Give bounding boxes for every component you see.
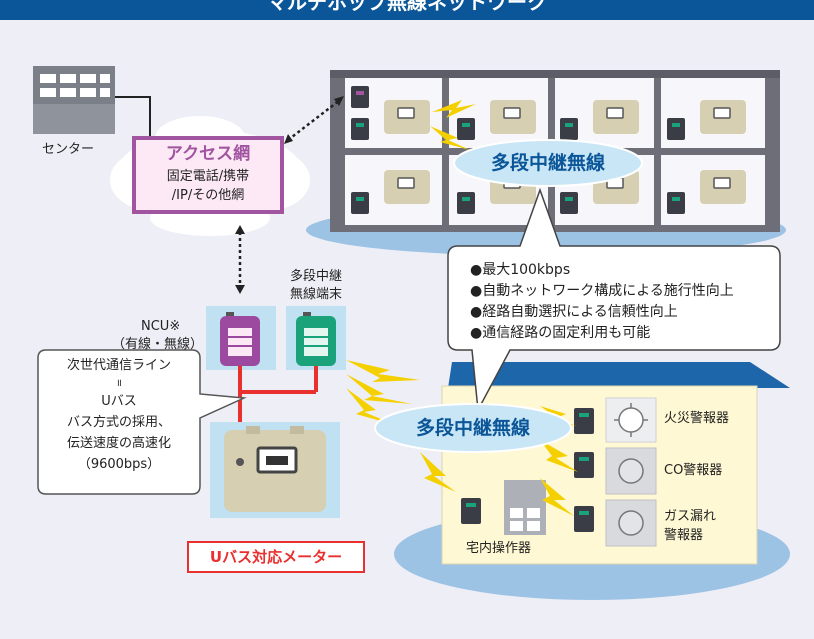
callout-line-5: 伝送速度の高速化 (66, 436, 171, 451)
relay-oval-bottom (374, 403, 572, 453)
co-alarm-icon (605, 447, 657, 495)
access-network-title: アクセス網 (165, 144, 251, 164)
feature-item-1: ●最大100kbps (470, 262, 571, 278)
feature-item-2: ●自動ネットワーク構成による施行性向上 (470, 283, 734, 299)
feature-item-4: ●通信経路の固定利用も可能 (470, 325, 651, 341)
gas-alarm-label-2: 警報器 (664, 528, 704, 543)
center-label: センター (42, 142, 95, 157)
callout-line-3: Uバス (101, 394, 137, 409)
co-alarm-label: CO警報器 (664, 463, 723, 478)
access-network-line2: /IP/その他網 (171, 188, 245, 203)
ncu-sublabel: （有線・無線） (112, 337, 204, 352)
center-building-icon (33, 66, 115, 134)
callout-line-1: 次世代通信ライン (66, 358, 171, 373)
fire-alarm-label: 火災警報器 (664, 411, 730, 426)
dotted-links (238, 99, 341, 286)
apartment-terminals (351, 86, 685, 214)
lightning-icons (430, 100, 476, 150)
next-gen-callout-bubble (37, 349, 247, 495)
callout-line-6: （9600bps） (77, 457, 161, 472)
access-network-line1: 固定電話/携帯 (166, 169, 250, 184)
gas-alarm-label-1: ガス漏れ (664, 509, 717, 524)
access-network-box (132, 136, 284, 214)
ubus-meter-icon (224, 426, 326, 512)
center-link (115, 96, 151, 140)
relay-label-top: 多段中継無線 (490, 152, 605, 174)
terminal-label-line2: 無線端末 (289, 287, 342, 302)
ubus-meter-label: Uバス対応メーター (209, 548, 343, 566)
indoor-panel-icon (504, 480, 546, 535)
ncu-label: NCU※ (141, 319, 181, 334)
relay-oval-top (453, 139, 643, 187)
terminal-label-line1: 多段中継 (289, 269, 342, 284)
callout-line-4: バス方式の採用、 (66, 415, 171, 430)
indoor-panel-label: 宅内操作器 (466, 541, 532, 556)
header-bar (0, 0, 814, 20)
ubus-meter-label-box (187, 541, 365, 573)
ubus-wiring (238, 366, 318, 422)
feature-item-3: ●経路自動選択による信頼性向上 (470, 304, 678, 320)
features-callout-bubble (447, 187, 781, 413)
fire-alarm-icon (605, 397, 657, 443)
multihop-terminal-icon (296, 312, 336, 366)
ncu-device-icon (220, 312, 260, 366)
callout-line-2: ॥ (116, 378, 122, 389)
relay-label-bottom: 多段中継無線 (415, 417, 530, 439)
header-title: マルチホップ無線ネットワーク (267, 0, 547, 14)
gas-alarm-icon (605, 499, 657, 547)
